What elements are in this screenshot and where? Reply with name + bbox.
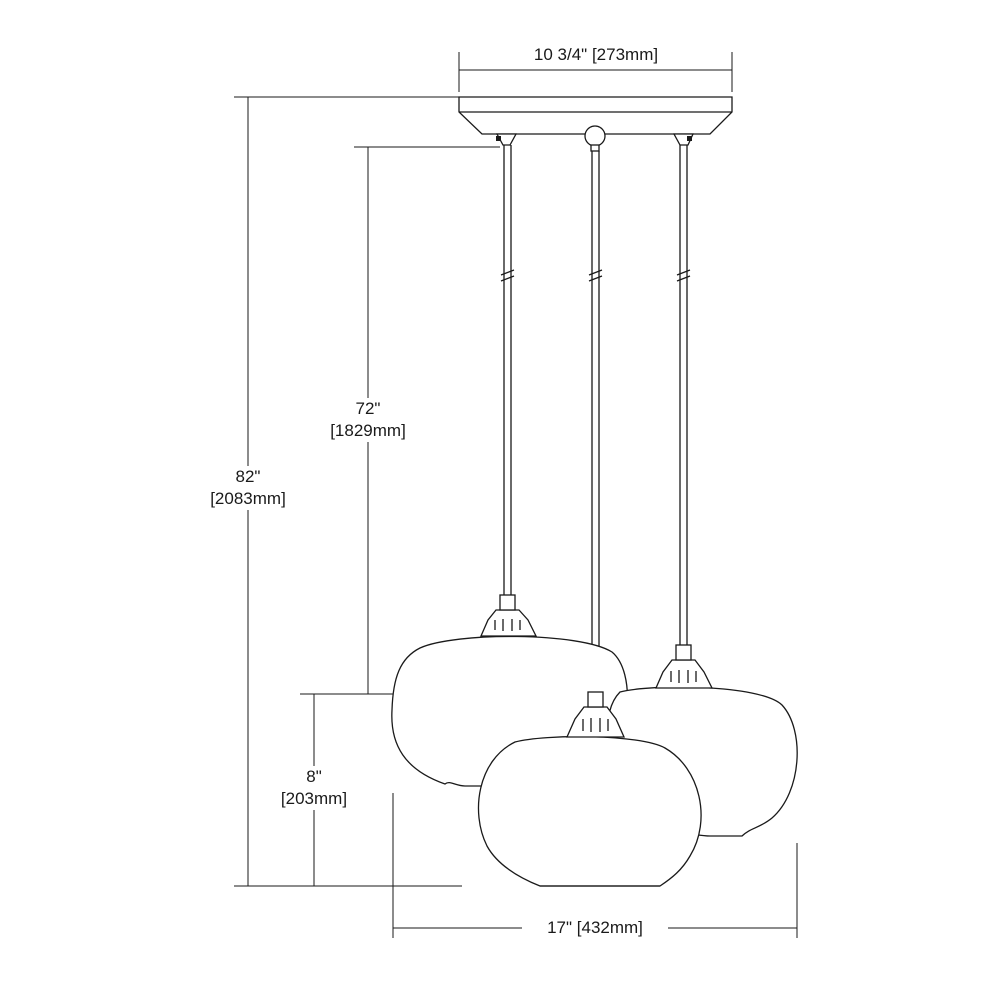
cord-length-imperial: 72" — [355, 399, 381, 418]
overall-height-label: 82" [2083mm] — [192, 466, 304, 510]
canopy-width-metric: [273mm] — [591, 45, 659, 64]
overall-width-label: 17" [432mm] — [522, 917, 668, 939]
overall-width-imperial: 17" — [547, 918, 573, 937]
shade-height-label: 8" [203mm] — [264, 766, 364, 810]
canopy-width-dimension — [458, 52, 733, 92]
left-cord — [500, 145, 515, 595]
cord-length-label: 72" [1829mm] — [312, 398, 424, 442]
overall-height-imperial: 82" — [235, 467, 261, 486]
canopy-width-label: 10 3/4" [273mm] — [512, 44, 680, 66]
overall-height-metric: [2083mm] — [210, 489, 286, 508]
canopy-width-imperial: 10 3/4" — [533, 45, 588, 64]
canopy — [458, 96, 733, 152]
center-pendant — [477, 691, 702, 887]
overall-width-metric: [432mm] — [576, 918, 643, 937]
right-cord — [676, 145, 691, 645]
shade-height-imperial: 8" — [306, 767, 322, 786]
shade-height-metric: [203mm] — [280, 789, 348, 808]
cord-length-metric: [1829mm] — [330, 421, 406, 440]
center-cord — [588, 151, 603, 692]
